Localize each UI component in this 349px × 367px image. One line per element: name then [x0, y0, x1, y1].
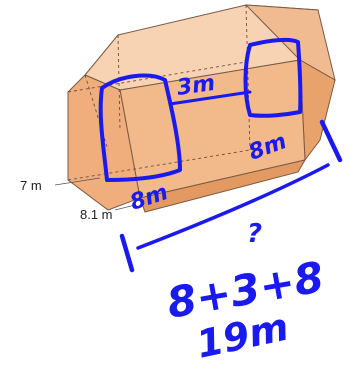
prism-bottom-face — [139, 159, 307, 213]
total-length-line — [136, 163, 330, 250]
handwritten-annotations — [98, 37, 343, 273]
left-end-tick — [119, 233, 135, 273]
unknown-length-label: ? — [247, 219, 262, 249]
gap-connector-line — [168, 90, 252, 106]
height-dimension-leader — [54, 177, 101, 186]
right-end-tick — [319, 119, 343, 163]
gap-label: 3m — [175, 71, 216, 101]
side-length-label: 8.1 m — [80, 207, 113, 222]
height-label: 7 m — [20, 178, 42, 193]
side-dimension-leader — [114, 204, 136, 211]
left-square-sketch — [98, 73, 182, 182]
hexagonal-prism — [54, 4, 336, 213]
